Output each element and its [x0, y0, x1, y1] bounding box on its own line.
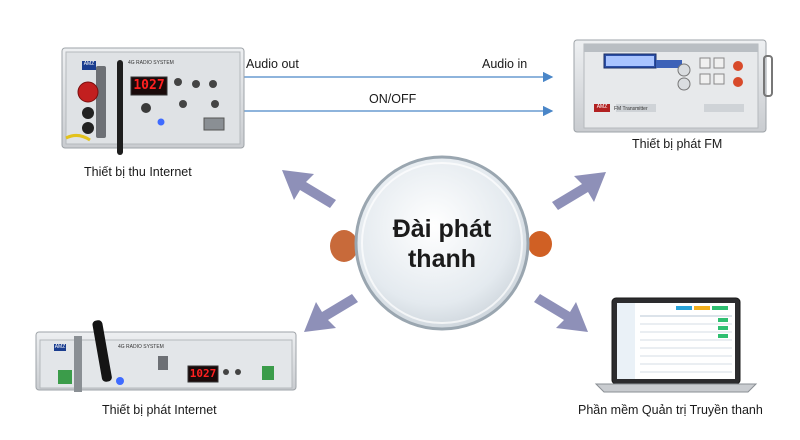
- arrow-to-software: [534, 294, 588, 332]
- arrow-to-internet: [304, 294, 358, 332]
- fm-transmitter-device: [573, 39, 773, 133]
- arrow-to-fm: [552, 172, 606, 210]
- internet-display-value: 1027: [189, 367, 217, 380]
- receiver-brand-badge: [82, 61, 96, 70]
- receiver-display: [130, 76, 168, 96]
- hub-title-line2: thanh: [407, 245, 477, 273]
- receiver-brand: AMZ: [83, 61, 95, 67]
- internet-caption: Thiết bị phát Internet: [102, 403, 217, 417]
- fm-panel-label: FM Transmitter: [614, 106, 648, 112]
- receiver-caption: Thiết bị thu Internet: [84, 165, 192, 179]
- emergency-button: [77, 81, 99, 103]
- status-led: [157, 118, 165, 126]
- internet-model-label: 4G RADIO SYSTEM: [118, 344, 164, 350]
- hub-title: Đài phát thanh: [372, 214, 512, 274]
- receiver-display-value: 1027: [133, 78, 165, 93]
- hub-title-line1: Đài phát: [392, 215, 492, 243]
- hub-circle: [354, 155, 530, 331]
- audio-in-label: Audio in: [482, 57, 528, 71]
- hub: [330, 155, 552, 331]
- internet-antenna: [92, 320, 112, 382]
- on-off-label: ON/OFF: [369, 92, 417, 106]
- internet-brand: AMZ: [54, 344, 66, 350]
- laptop-software: [594, 297, 758, 393]
- fm-caption: Thiết bị phát FM: [632, 137, 723, 151]
- arrow-to-receiver: [282, 170, 336, 208]
- receiver-model-label: 4G RADIO SYSTEM: [128, 60, 174, 66]
- internet-transmitter-device: [35, 320, 297, 392]
- software-caption: Phần mềm Quản trị Truyền thanh: [578, 403, 763, 417]
- hub-ear-right: [528, 231, 552, 257]
- hub-ear-left: [330, 230, 358, 262]
- audio-out-label: Audio out: [246, 57, 299, 71]
- receiver-device: [61, 47, 245, 155]
- fm-brand: AMZ: [596, 104, 608, 110]
- antenna: [117, 60, 123, 155]
